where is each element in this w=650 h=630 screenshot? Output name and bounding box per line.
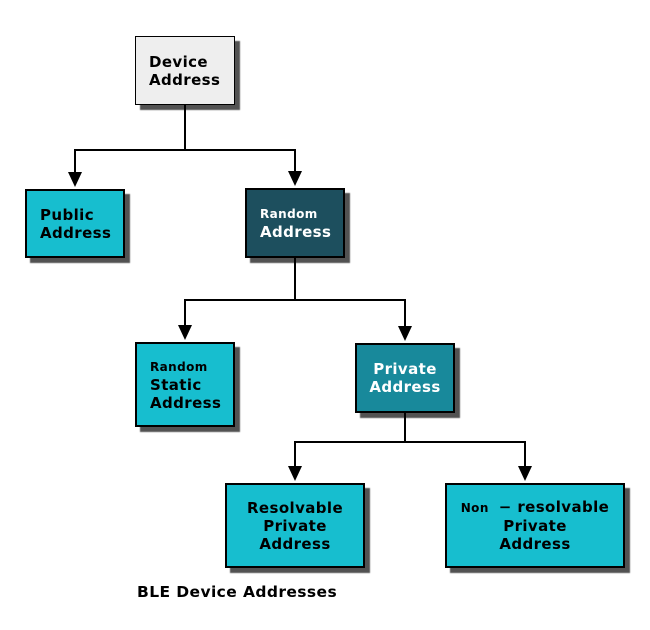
node-resolvable-line2: Private: [263, 516, 327, 535]
node-device-address-line1: Device: [149, 52, 209, 71]
connector-to-private: [404, 299, 406, 327]
node-random-address-line2: Address: [260, 223, 332, 241]
node-random-static-address: Random Static Address: [135, 342, 235, 427]
node-public-address-line1: Public: [40, 205, 94, 224]
node-non-resolvable-line1-prefix: Non: [460, 501, 489, 515]
node-random-static-line2: Static: [150, 375, 202, 394]
node-public-address-line2: Address: [40, 223, 112, 242]
node-private-address: Private Address: [355, 343, 455, 413]
node-private-address-line1: Private: [373, 360, 437, 378]
node-non-resolvable-line2: Private: [503, 517, 567, 535]
node-device-address-line2: Address: [149, 70, 221, 89]
node-device-address: Device Address: [135, 36, 235, 105]
arrowhead-private-icon: [398, 326, 412, 341]
connector-to-resolvable: [294, 441, 296, 468]
arrowhead-random-static-icon: [178, 325, 192, 340]
diagram-caption: BLE Device Addresses: [137, 583, 338, 601]
connector-level2-rail: [184, 299, 406, 301]
connector-device-stem: [184, 105, 186, 150]
node-non-resolvable-line1: Non − resolvable: [461, 498, 610, 517]
node-non-resolvable-private-address: Non − resolvable Private Address: [445, 483, 625, 568]
node-non-resolvable-line1-rest: − resolvable: [498, 498, 610, 516]
connector-to-random-static: [184, 299, 186, 327]
connector-random-stem: [294, 258, 296, 301]
node-random-address: Random Address: [245, 188, 345, 258]
node-random-address-line1: Random: [260, 207, 318, 221]
connector-to-non-resolvable: [524, 441, 526, 468]
arrowhead-non-resolvable-icon: [518, 466, 532, 481]
connector-to-public: [74, 149, 76, 173]
node-resolvable-private-address: Resolvable Private Address: [225, 483, 365, 568]
connector-level1-rail: [74, 149, 296, 151]
connector-to-random: [294, 149, 296, 173]
arrowhead-public-icon: [68, 172, 82, 187]
node-random-static-line1: Random: [150, 359, 208, 374]
arrowhead-resolvable-icon: [288, 466, 302, 481]
node-public-address: Public Address: [25, 189, 125, 258]
node-private-address-line2: Address: [369, 378, 441, 396]
connector-level3-rail: [294, 441, 526, 443]
node-resolvable-line3: Address: [259, 534, 331, 553]
node-random-static-line3: Address: [150, 393, 222, 412]
node-resolvable-line1: Resolvable: [246, 498, 344, 517]
connector-private-stem: [404, 413, 406, 443]
arrowhead-random-icon: [288, 171, 302, 186]
node-non-resolvable-line3: Address: [499, 535, 571, 553]
